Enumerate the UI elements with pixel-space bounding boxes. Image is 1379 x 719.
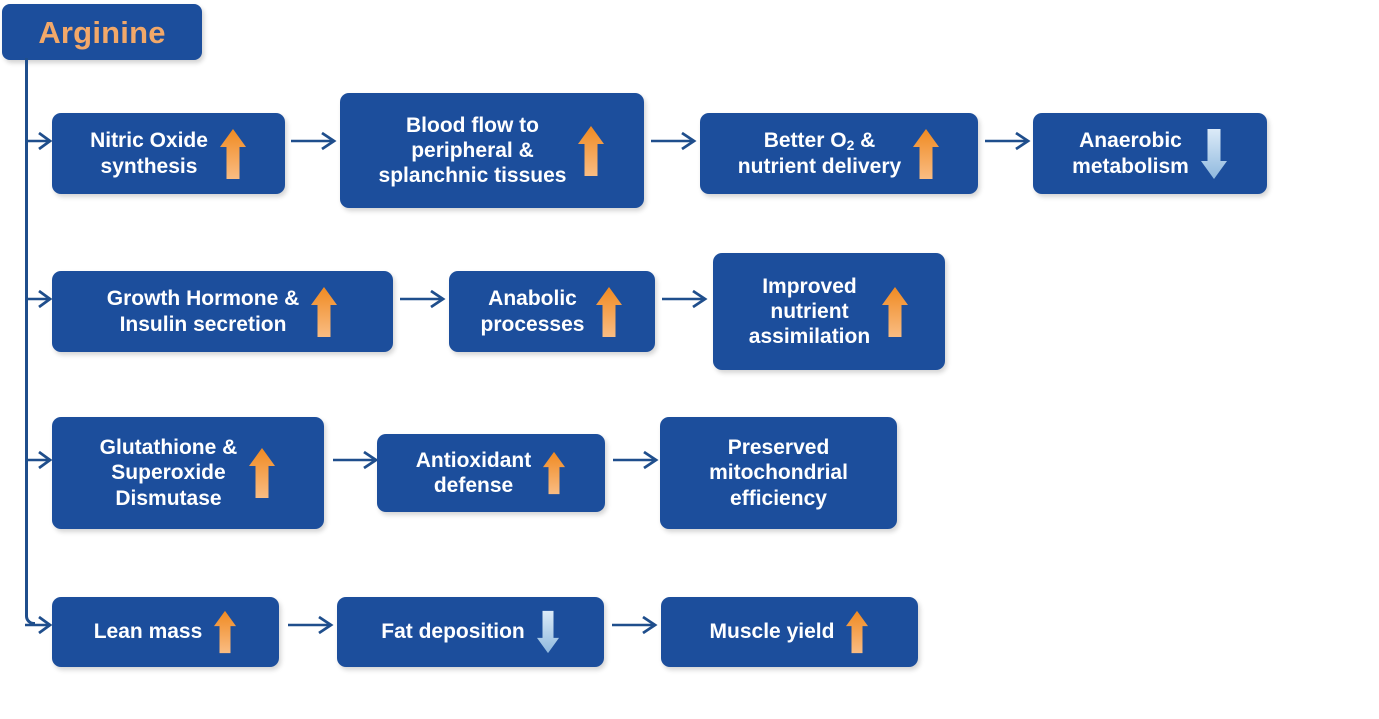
node-label: Anaerobic metabolism <box>1072 129 1189 178</box>
node-anaerobic-metabolism[interactable]: Anaerobic metabolism <box>1033 113 1267 194</box>
spine-branch-arrow <box>25 447 53 473</box>
node-growth-hormone-insulin[interactable]: Growth Hormone & Insulin secretion <box>52 271 393 352</box>
node-content: Improved nutrient assimilation <box>727 274 931 350</box>
node-label: Growth Hormone & Insulin secretion <box>106 287 300 336</box>
connector-arrow <box>400 286 446 312</box>
down-arrow-icon <box>1200 128 1227 179</box>
connector-arrow <box>612 612 658 638</box>
node-content: Preserved mitochondrial efficiency <box>674 435 883 511</box>
node-content: Blood flow to peripheral & splanchnic ti… <box>354 113 630 189</box>
node-muscle-yield[interactable]: Muscle yield <box>661 597 918 667</box>
node-preserved-mitochondrial-efficiency[interactable]: Preserved mitochondrial efficiency <box>660 417 897 529</box>
node-improved-nutrient-assimilation[interactable]: Improved nutrient assimilation <box>713 253 945 370</box>
up-arrow-icon <box>249 448 276 498</box>
node-label: Improved nutrient assimilation <box>748 274 871 349</box>
connector-arrow <box>333 447 379 473</box>
node-label: Lean mass <box>93 620 203 644</box>
spine-branch-arrow <box>25 128 53 154</box>
node-nitric-oxide-synthesis[interactable]: Nitric Oxide synthesis <box>52 113 285 194</box>
node-content: Fat deposition <box>351 610 590 654</box>
down-arrow-icon <box>536 610 559 654</box>
up-arrow-icon <box>846 610 869 654</box>
node-anabolic-processes[interactable]: Anabolic processes <box>449 271 655 352</box>
connector-arrow <box>985 128 1031 154</box>
node-content: Muscle yield <box>675 610 904 654</box>
node-content: Lean mass <box>66 610 265 654</box>
arginine-title-box: Arginine <box>2 4 202 60</box>
node-glutathione-superoxide-dismutase[interactable]: Glutathione & Superoxide Dismutase <box>52 417 324 529</box>
node-content: Anabolic processes <box>463 286 641 338</box>
node-label: Anabolic processes <box>480 287 585 336</box>
up-arrow-icon <box>543 451 566 495</box>
node-better-o2-nutrient-delivery[interactable]: Better O2 &nutrient delivery <box>700 113 978 194</box>
up-arrow-icon <box>596 286 623 337</box>
arginine-spine-elbow <box>25 615 35 625</box>
connector-arrow <box>288 612 334 638</box>
arginine-spine-line <box>25 58 28 615</box>
node-label: Fat deposition <box>381 620 525 644</box>
up-arrow-icon <box>219 128 246 179</box>
spine-branch-arrow <box>25 612 53 638</box>
page-title: Arginine <box>38 14 166 50</box>
up-arrow-icon <box>913 128 940 179</box>
up-arrow-icon <box>214 610 237 654</box>
connector-arrow <box>291 128 337 154</box>
node-label: Preserved mitochondrial efficiency <box>709 436 848 510</box>
node-content: Antioxidant defense <box>391 448 591 498</box>
node-label: Antioxidant defense <box>415 448 532 497</box>
node-content: Anaerobic metabolism <box>1047 128 1253 180</box>
node-content: Growth Hormone & Insulin secretion <box>66 286 379 338</box>
up-arrow-icon <box>311 286 338 337</box>
spine-branch-arrow <box>25 286 53 312</box>
node-label: Nitric Oxide synthesis <box>90 129 208 178</box>
node-blood-flow[interactable]: Blood flow to peripheral & splanchnic ti… <box>340 93 644 208</box>
node-label: Blood flow to peripheral & splanchnic ti… <box>378 113 567 188</box>
node-lean-mass[interactable]: Lean mass <box>52 597 279 667</box>
node-antioxidant-defense[interactable]: Antioxidant defense <box>377 434 605 512</box>
node-content: Better O2 &nutrient delivery <box>714 128 964 180</box>
connector-arrow <box>662 286 708 312</box>
node-label: Muscle yield <box>709 620 835 644</box>
connector-arrow <box>613 447 659 473</box>
connector-arrow <box>651 128 697 154</box>
node-fat-deposition[interactable]: Fat deposition <box>337 597 604 667</box>
node-label: Glutathione & Superoxide Dismutase <box>99 436 238 510</box>
up-arrow-icon <box>882 286 909 337</box>
node-label: Better O2 &nutrient delivery <box>737 129 902 178</box>
node-content: Nitric Oxide synthesis <box>66 128 271 180</box>
up-arrow-icon <box>578 125 605 176</box>
node-content: Glutathione & Superoxide Dismutase <box>66 435 310 511</box>
